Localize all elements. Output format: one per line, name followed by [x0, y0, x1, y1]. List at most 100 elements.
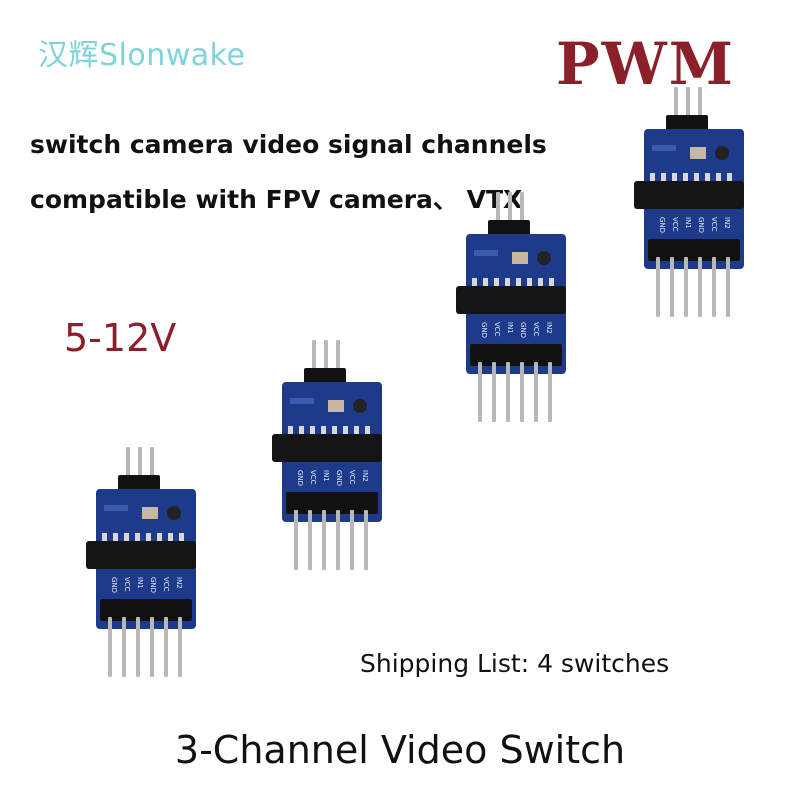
- bottom-header: [648, 239, 740, 261]
- ic-leg: [650, 173, 655, 181]
- bottom-pin: [178, 617, 182, 677]
- board-pin-label: GND: [658, 217, 666, 233]
- feature-line-1: switch camera video signal channels: [30, 130, 547, 159]
- bottom-pin: [726, 257, 730, 317]
- ic-leg: [299, 426, 304, 434]
- bottom-pin: [670, 257, 674, 317]
- board-pin-label: GND: [697, 217, 705, 233]
- pwm-badge: PWM: [556, 30, 735, 98]
- ic-leg: [538, 278, 543, 286]
- ic-leg: [179, 533, 184, 541]
- top-pin: [150, 447, 154, 481]
- bottom-pin: [492, 362, 496, 422]
- smd-component: [167, 506, 181, 520]
- board-pin-label: GND: [296, 470, 304, 486]
- bottom-pin: [122, 617, 126, 677]
- board-pin-label: GND: [519, 322, 527, 338]
- smd-component: [512, 252, 528, 264]
- ic-chip: [86, 541, 196, 569]
- bottom-pin: [684, 257, 688, 317]
- bottom-pin: [548, 362, 552, 422]
- top-header: [304, 368, 346, 386]
- smd-component: [353, 399, 367, 413]
- ic-leg: [310, 426, 315, 434]
- top-pin: [496, 192, 500, 226]
- voltage-label: 5-12V: [64, 316, 177, 360]
- ic-leg: [494, 278, 499, 286]
- bottom-pin: [108, 617, 112, 677]
- board-pin-label: VCC: [710, 217, 718, 232]
- board-pin-label: IN2: [361, 470, 369, 482]
- top-header: [488, 220, 530, 238]
- bottom-pin: [322, 510, 326, 570]
- bottom-pin: [150, 617, 154, 677]
- brand-logo: 汉辉Slonwake: [38, 38, 246, 73]
- smd-component: [715, 146, 729, 160]
- board-pin-label: VCC: [123, 577, 131, 592]
- bottom-pin: [656, 257, 660, 317]
- switch-module-1: GND VCC IN1 GND VCC IN2: [86, 447, 196, 677]
- board-pin-label: VCC: [532, 322, 540, 337]
- smd-component: [690, 147, 706, 159]
- board-pin-label: GND: [149, 577, 157, 593]
- bottom-pin: [712, 257, 716, 317]
- board-pin-label: IN1: [506, 322, 514, 334]
- bottom-header: [470, 344, 562, 366]
- top-pin: [686, 87, 690, 121]
- board-pin-label: VCC: [493, 322, 501, 337]
- board-pin-label: IN1: [322, 470, 330, 482]
- board-pin-label: GND: [335, 470, 343, 486]
- ic-chip: [272, 434, 382, 462]
- ic-leg: [705, 173, 710, 181]
- product-title: 3-Channel Video Switch: [174, 728, 626, 772]
- bottom-pin: [506, 362, 510, 422]
- board-pin-label: VCC: [348, 470, 356, 485]
- bottom-pin: [336, 510, 340, 570]
- top-pin: [520, 192, 524, 226]
- bottom-pin: [698, 257, 702, 317]
- bottom-pin: [164, 617, 168, 677]
- ic-leg: [343, 426, 348, 434]
- ic-leg: [321, 426, 326, 434]
- ic-leg: [102, 533, 107, 541]
- ic-leg: [113, 533, 118, 541]
- board-pin-label: IN2: [545, 322, 553, 334]
- board-pin-label: VCC: [162, 577, 170, 592]
- bottom-pin: [350, 510, 354, 570]
- board-pin-label: IN2: [723, 217, 731, 229]
- pcb-trace: [652, 145, 676, 151]
- board-pin-label: VCC: [309, 470, 317, 485]
- top-pin: [336, 340, 340, 374]
- top-header: [118, 475, 160, 493]
- switch-module-2: GND VCC IN1 GND VCC IN2: [272, 340, 382, 570]
- ic-leg: [672, 173, 677, 181]
- board-pin-label: GND: [480, 322, 488, 338]
- top-pin: [324, 340, 328, 374]
- board-pin-label: GND: [110, 577, 118, 593]
- bottom-pin: [364, 510, 368, 570]
- ic-leg: [483, 278, 488, 286]
- bottom-pin: [136, 617, 140, 677]
- feature-line-2: compatible with FPV camera、 VTX: [30, 185, 523, 214]
- ic-chip: [456, 286, 566, 314]
- pcb-trace: [474, 250, 498, 256]
- board-pin-label: IN1: [684, 217, 692, 229]
- top-pin: [508, 192, 512, 226]
- ic-leg: [157, 533, 162, 541]
- top-pin: [312, 340, 316, 374]
- ic-leg: [472, 278, 477, 286]
- ic-leg: [661, 173, 666, 181]
- ic-leg: [694, 173, 699, 181]
- top-pin: [126, 447, 130, 481]
- bottom-pin: [478, 362, 482, 422]
- bottom-header: [286, 492, 378, 514]
- shipping-list: Shipping List: 4 switches: [360, 649, 670, 678]
- bottom-pin: [534, 362, 538, 422]
- switch-module-4: GND VCC IN1 GND VCC IN2: [634, 87, 744, 317]
- board-pin-label: VCC: [671, 217, 679, 232]
- board-pin-label: IN2: [175, 577, 183, 589]
- ic-leg: [146, 533, 151, 541]
- board-pin-label: IN1: [136, 577, 144, 589]
- bottom-pin: [520, 362, 524, 422]
- top-pin: [698, 87, 702, 121]
